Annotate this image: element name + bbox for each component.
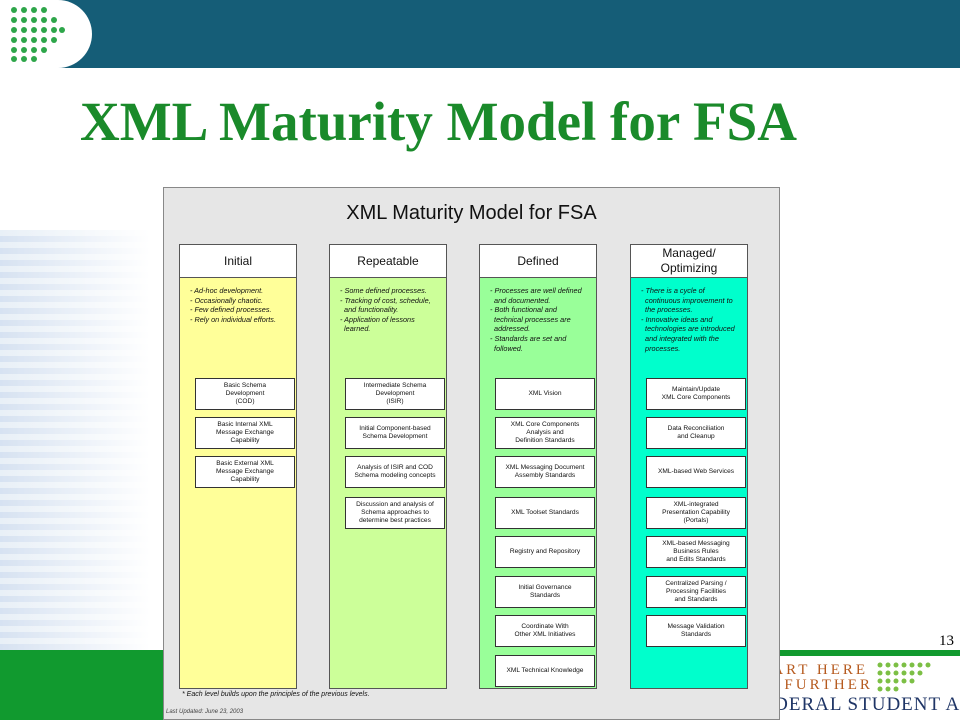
description-line: - Processes are well defined <box>490 286 582 295</box>
stage-description: - There is a cycle of continuous improve… <box>641 286 745 353</box>
description-line: - Rely on individual efforts. <box>190 314 276 324</box>
stage-description: - Some defined processes.- Tracking of c… <box>340 286 444 334</box>
stage-label: Defined <box>479 244 597 278</box>
description-line: technical processes are <box>490 314 571 324</box>
capability-box: XML Toolset Standards <box>495 497 595 529</box>
description-line: learned. <box>340 324 371 334</box>
diagram-title: XML Maturity Model for FSA <box>346 202 597 224</box>
diagram-note: * Each level builds upon the principles … <box>182 691 370 698</box>
capability-box: XML Vision <box>495 378 595 410</box>
stage-column: Defined - Processes are well defined and … <box>479 244 597 689</box>
description-line: - Few defined processes. <box>190 305 272 315</box>
capability-box: Basic Schema Development (COD) <box>195 378 295 410</box>
dot-grid-icon <box>11 7 65 62</box>
background-fade <box>0 230 150 650</box>
capability-box: Analysis of ISIR and COD Schema modeling… <box>345 456 445 488</box>
description-line: - Some defined processes. <box>340 286 427 295</box>
stage-description: - Processes are well defined and documen… <box>490 286 594 353</box>
description-line: and functionality. <box>340 305 399 315</box>
stage-label: Initial <box>179 244 297 278</box>
description-line: addressed. <box>490 324 531 334</box>
capability-box: XML Technical Knowledge <box>495 655 595 687</box>
brand-line-3: FEDERAL STUDENT AID <box>750 694 960 715</box>
stage-description: - Ad-hoc development.- Occasionally chao… <box>190 286 294 324</box>
brand-dots-icon <box>877 662 931 692</box>
description-line: - Tracking of cost, schedule, <box>340 295 431 305</box>
slide-title: XML Maturity Model for FSA <box>80 91 797 152</box>
description-line: the processes. <box>641 305 693 315</box>
description-line: and integrated with the <box>641 333 719 343</box>
description-line: technologies are introduced <box>641 324 735 334</box>
stage-label: Repeatable <box>329 244 447 278</box>
last-updated: Last Updated: June 23, 2003 <box>166 709 244 715</box>
capability-box: Centralized Parsing / Processing Facilit… <box>646 576 746 608</box>
capability-box: Basic Internal XML Message Exchange Capa… <box>195 417 295 449</box>
capability-box: XML Core Components Analysis and Definit… <box>495 417 595 449</box>
description-line: and documented. <box>490 295 551 305</box>
page-number: 13 <box>939 633 954 649</box>
description-line: - Innovative ideas and <box>641 314 713 324</box>
capability-box: Initial Component-based Schema Developme… <box>345 417 445 449</box>
capability-box: Registry and Repository <box>495 536 595 568</box>
fsa-logo <box>0 0 92 68</box>
capability-box: Initial Governance Standards <box>495 576 595 608</box>
stage-column: Managed/ Optimizing - There is a cycle of… <box>630 244 748 689</box>
header-bar <box>0 0 960 68</box>
capability-box: Intermediate Schema Development (ISIR) <box>345 378 445 410</box>
description-line: processes. <box>641 343 681 353</box>
capability-box: Data Reconciliation and Cleanup <box>646 417 746 449</box>
description-line: followed. <box>490 343 523 353</box>
stage-column: Initial - Ad-hoc development.- Occasional… <box>179 244 297 689</box>
stage-body: - There is a cycle of continuous improve… <box>630 278 748 689</box>
capability-box: XML-integrated Presentation Capability (… <box>646 497 746 529</box>
capability-box: Maintain/Update XML Core Components <box>646 378 746 410</box>
stage-label: Managed/ Optimizing <box>630 244 748 278</box>
stage-body: - Ad-hoc development.- Occasionally chao… <box>179 278 297 689</box>
capability-box: Basic External XML Message Exchange Capa… <box>195 456 295 488</box>
stage-body: - Some defined processes.- Tracking of c… <box>329 278 447 689</box>
description-line: - Both functional and <box>490 305 557 315</box>
maturity-model-diagram: XML Maturity Model for FSA Initial - Ad-h… <box>163 187 780 720</box>
description-line: - Standards are set and <box>490 333 567 343</box>
capability-box: Coordinate With Other XML Initiatives <box>495 615 595 647</box>
description-line: - Occasionally chaotic. <box>190 295 263 305</box>
description-line: - Ad-hoc development. <box>190 286 264 295</box>
capability-box: XML-based Web Services <box>646 456 746 488</box>
stage-column: Repeatable - Some defined processes.- Tra… <box>329 244 447 689</box>
capability-box: Message Validation Standards <box>646 615 746 647</box>
description-line: - There is a cycle of <box>641 286 705 295</box>
capability-box: XML-based Messaging Business Rules and E… <box>646 536 746 568</box>
stage-body: - Processes are well defined and documen… <box>479 278 597 689</box>
capability-box: Discussion and analysis of Schema approa… <box>345 497 445 529</box>
description-line: continuous improvement to <box>641 295 733 305</box>
capability-box: XML Messaging Document Assembly Standard… <box>495 456 595 488</box>
description-line: - Application of lessons <box>340 314 415 324</box>
